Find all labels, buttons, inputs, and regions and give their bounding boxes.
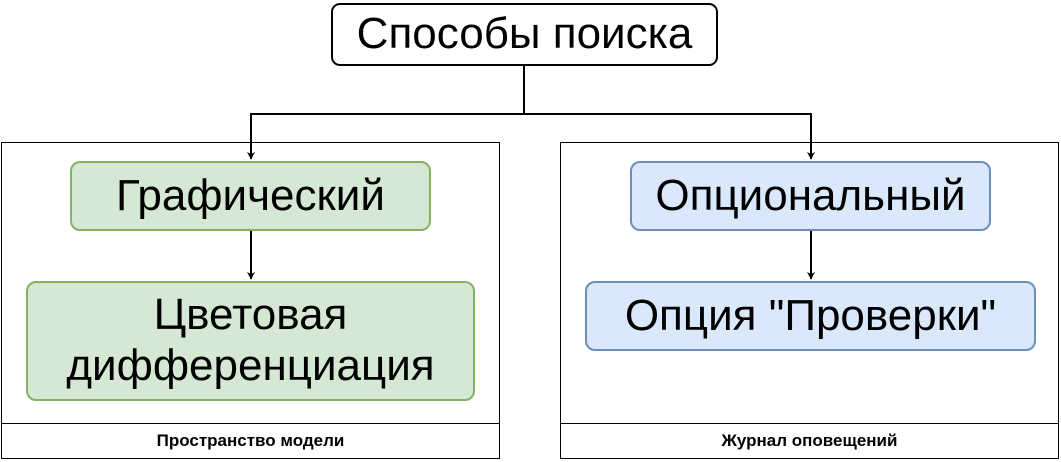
panel-label-model-space: Пространство модели: [156, 431, 345, 450]
root-node-search-methods: Способы поиска: [331, 3, 718, 66]
edge-root-to-optional: [524, 113, 815, 160]
panel-label-alert-log: Журнал оповещений: [721, 431, 898, 450]
node-optional: Опциональный: [630, 161, 991, 231]
panel-divider: [561, 423, 1058, 424]
node-check-option: Опция "Проверки": [585, 281, 1036, 351]
node-graphic: Графический: [70, 161, 431, 231]
panel-divider: [2, 423, 499, 424]
edge-root-to-graphic: [247, 66, 525, 160]
node-color-differentiation: Цветовая дифференциация: [26, 281, 475, 401]
